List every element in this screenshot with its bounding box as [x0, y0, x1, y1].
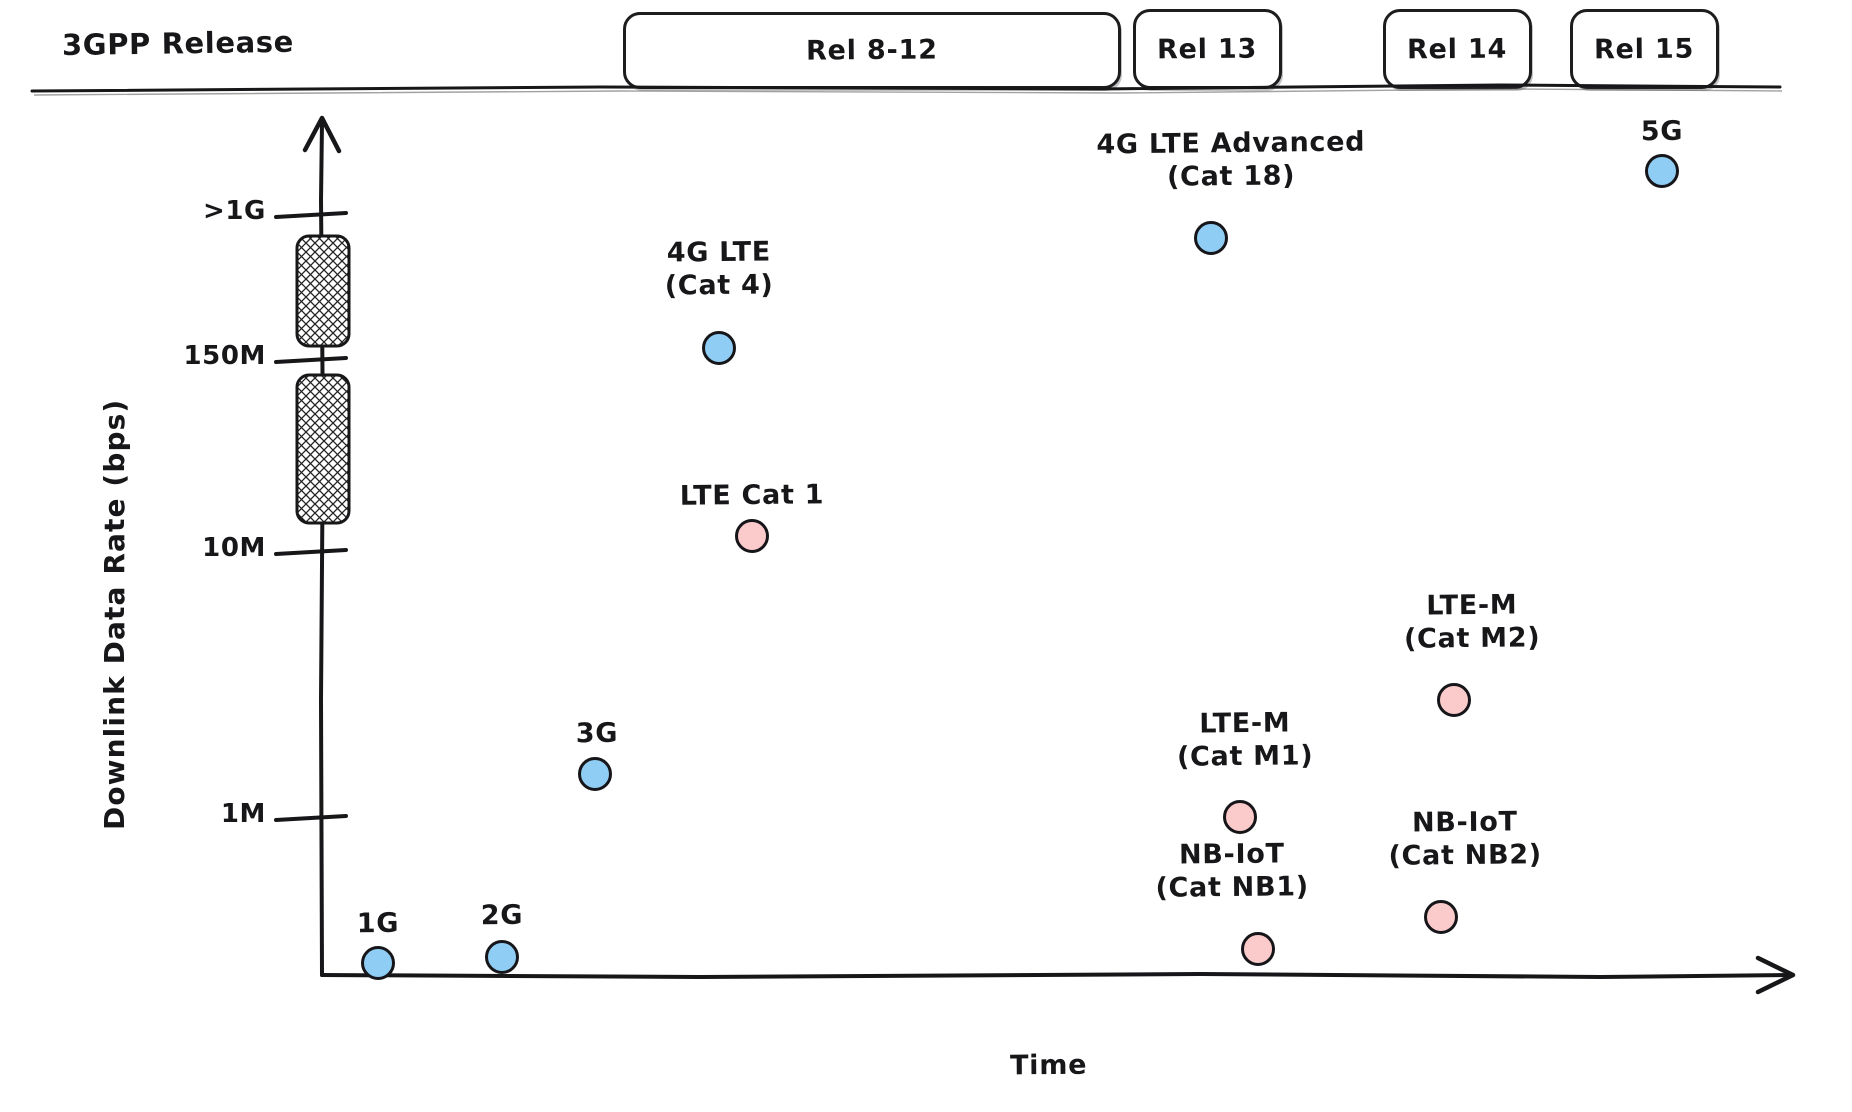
data-point-nb-iot-cat-nb2[interactable]: [1424, 900, 1458, 934]
header-divider-rule: [30, 83, 1782, 93]
data-point-lte-m-cat-m2[interactable]: [1437, 683, 1471, 717]
data-point-lte-cat-1[interactable]: [735, 519, 769, 553]
release-pill-rel-13[interactable]: Rel 13: [1133, 9, 1282, 89]
data-point-nb-iot-cat-nb1[interactable]: [1241, 932, 1275, 966]
data-point-label-4g-lte-cat-4: 4G LTE (Cat 4): [664, 236, 774, 302]
y-tick-mark: [274, 548, 348, 556]
release-pill-rel-15[interactable]: Rel 15: [1570, 9, 1719, 89]
y-tick-mark: [274, 211, 348, 219]
axis-break-blocks: [295, 234, 351, 525]
data-point-1g[interactable]: [361, 946, 395, 980]
y-axis-title: Downlink Data Rate (bps): [98, 398, 131, 830]
axis-break-block: [295, 234, 351, 348]
data-point-label-lte-m-cat-m2: LTE-M (Cat M2): [1403, 589, 1541, 655]
data-point-label-5g: 5G: [1640, 115, 1684, 148]
data-point-label-lte-cat-1: LTE Cat 1: [679, 479, 825, 512]
data-point-2g[interactable]: [485, 940, 519, 974]
y-tick-mark: [274, 814, 348, 822]
data-point-label-nb-iot-cat-nb2: NB-IoT (Cat NB2): [1388, 806, 1542, 872]
y-tick-mark: [274, 356, 348, 364]
x-axis-title: Time: [1009, 1049, 1088, 1082]
data-point-3g[interactable]: [578, 757, 612, 791]
data-point-label-4g-lte-advanced-cat-18: 4G LTE Advanced (Cat 18): [1096, 126, 1366, 193]
x-axis: [320, 955, 1796, 995]
data-point-label-lte-m-cat-m1: LTE-M (Cat M1): [1176, 707, 1314, 773]
y-tick-label-10m: 10M: [202, 533, 266, 563]
y-tick-label-150m: 150M: [183, 341, 266, 371]
release-pill-rel-14[interactable]: Rel 14: [1383, 9, 1532, 89]
axis-break-block: [295, 373, 351, 525]
y-tick-label-1m: 1M: [220, 799, 266, 829]
data-point-label-3g: 3G: [575, 717, 619, 750]
data-point-4g-lte-advanced-cat-18[interactable]: [1194, 221, 1228, 255]
data-point-label-2g: 2G: [480, 899, 524, 932]
data-point-4g-lte-cat-4[interactable]: [702, 331, 736, 365]
y-tick-label-1g: >1G: [202, 196, 266, 226]
y-tick-marks: [274, 211, 348, 822]
data-point-5g[interactable]: [1645, 154, 1679, 188]
data-point-lte-m-cat-m1[interactable]: [1223, 800, 1257, 834]
